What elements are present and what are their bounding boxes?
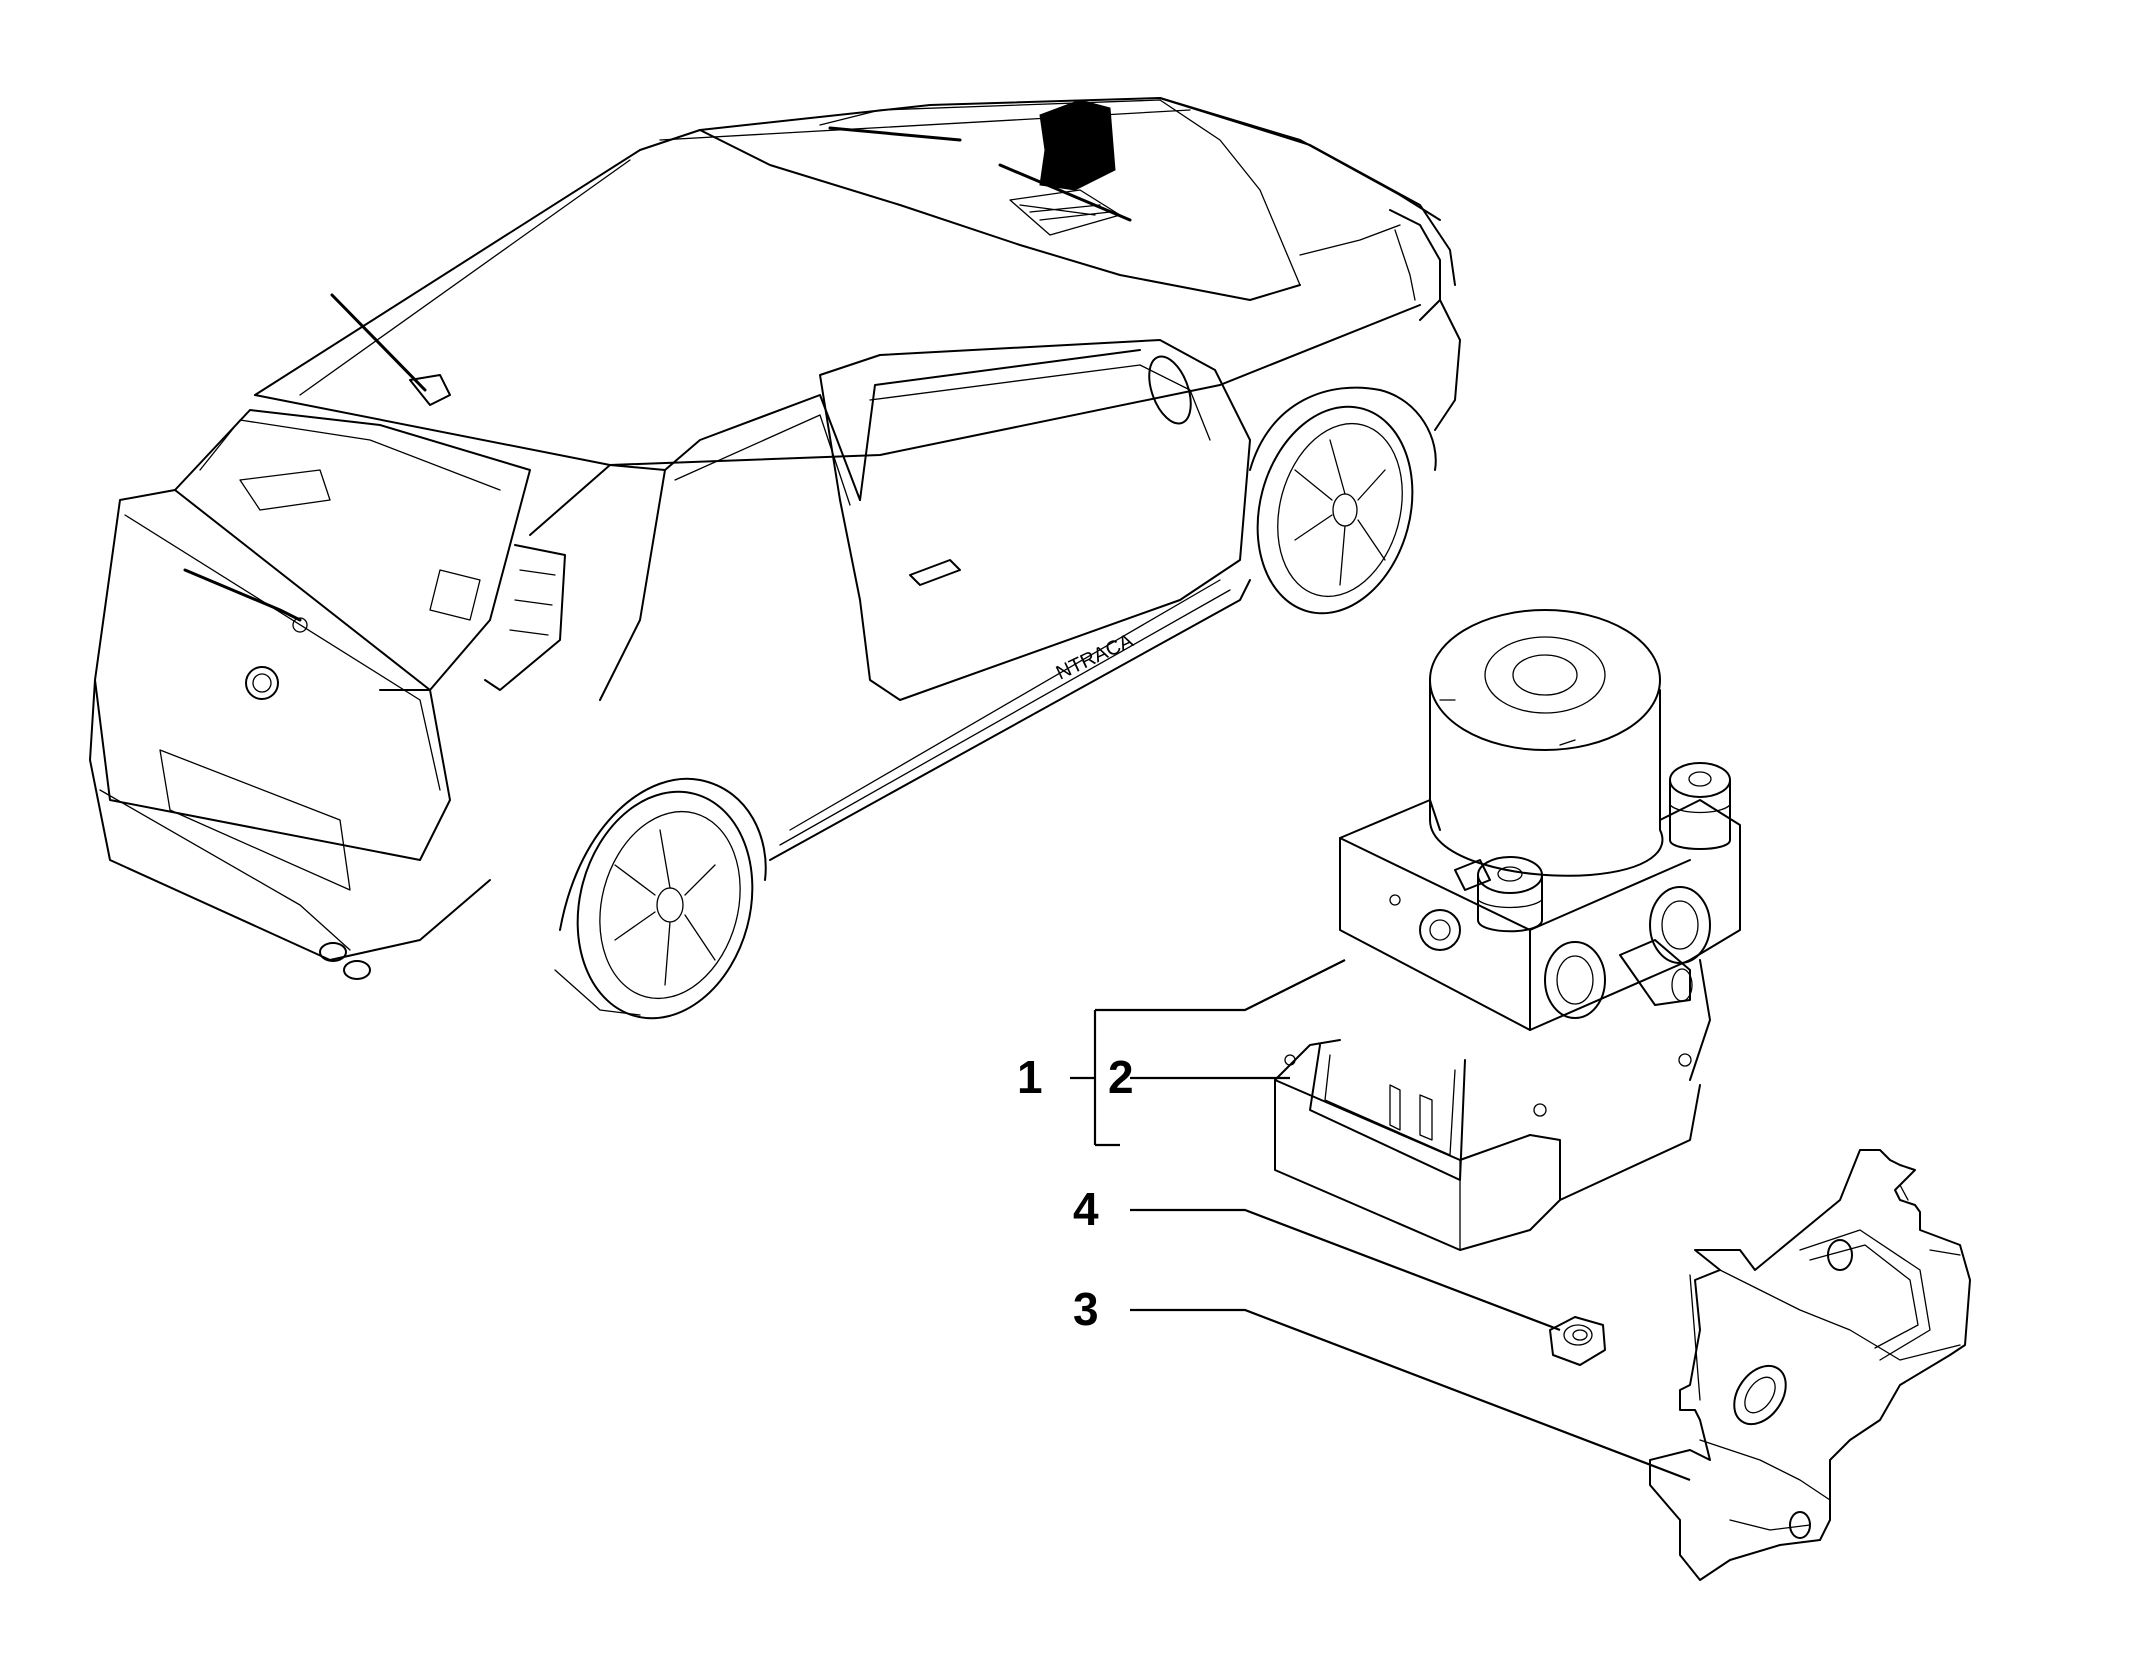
brake-port — [1544, 941, 1606, 1019]
brake-port — [1649, 886, 1711, 964]
hex-nut — [1549, 1316, 1606, 1366]
rear-badge — [245, 666, 279, 700]
location-marker — [1039, 99, 1116, 191]
front-wheel — [1256, 405, 1414, 615]
side-decal: NTRACA — [1053, 630, 1137, 685]
vehicle-outline: NTRACA — [89, 97, 1461, 1020]
callout-2: 2 — [1108, 1051, 1134, 1103]
top-fitting — [1477, 856, 1543, 933]
callout-4: 4 — [1073, 1183, 1099, 1235]
top-fitting — [1669, 762, 1731, 850]
callout-1: 1 — [1017, 1051, 1043, 1103]
abs-hydraulic-unit — [1274, 609, 1741, 1251]
rear-wheel — [576, 790, 754, 1020]
mounting-bracket — [1649, 1149, 1971, 1581]
leader-lines — [1070, 959, 1691, 1482]
callout-3: 3 — [1073, 1283, 1099, 1335]
